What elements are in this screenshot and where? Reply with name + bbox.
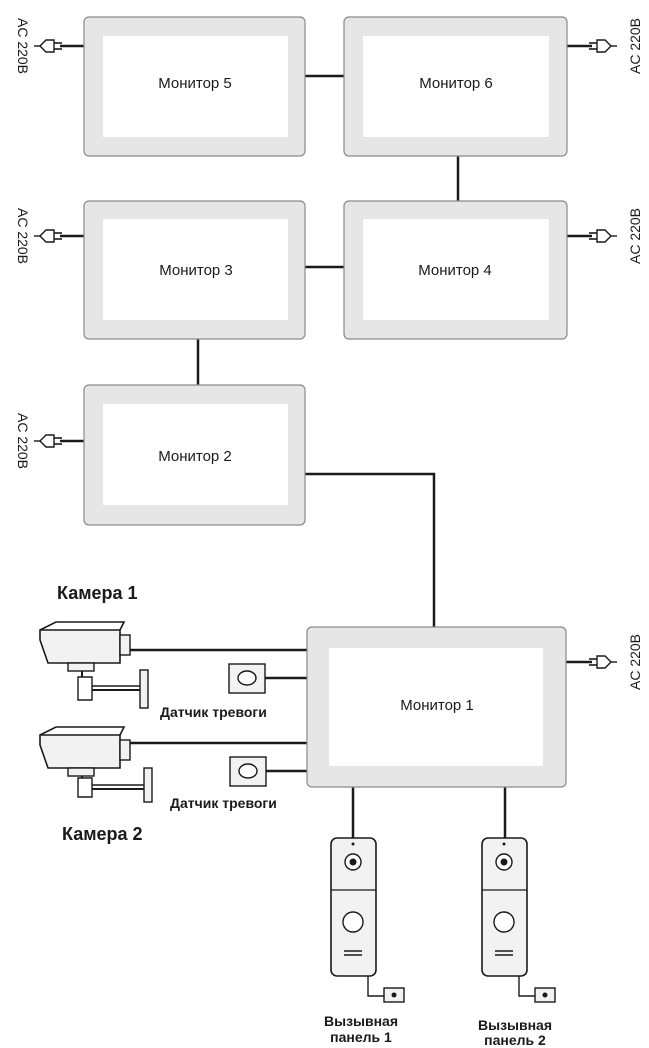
monitor-5-label: Монитор 5: [158, 75, 232, 92]
monitor-2: Монитор 2: [83, 384, 306, 526]
ac-label-m6: AC 220B: [627, 18, 643, 74]
power-plug-m5: AC 220B: [15, 18, 63, 74]
alarm-sensor-2-label: Датчик тревоги: [170, 795, 277, 811]
ac-label-m5: AC 220B: [15, 18, 31, 74]
camera-2-icon: [39, 726, 153, 803]
ac-label-m1: AC 220B: [627, 634, 643, 690]
monitor-2-label: Монитор 2: [158, 448, 232, 465]
power-plug-m6: AC 220B: [588, 18, 643, 74]
call-panel-2-icon: [481, 837, 556, 1003]
alarm-sensor-2-icon: [229, 756, 267, 787]
monitor-3: Монитор 3: [83, 200, 306, 340]
call-panel-1-icon: [330, 837, 405, 1003]
power-plug-m3: AC 220B: [15, 208, 63, 264]
ac-label-m2: AC 220B: [15, 413, 31, 469]
ac-label-m3: AC 220B: [15, 208, 31, 264]
monitor-3-label: Монитор 3: [159, 262, 233, 279]
power-plug-m4: AC 220B: [588, 208, 643, 264]
camera-1-icon: [39, 621, 149, 709]
alarm-sensor-1-label: Датчик тревоги: [160, 704, 267, 720]
camera-1-label: Камера 1: [57, 583, 138, 603]
camera-2-label: Камера 2: [62, 824, 143, 844]
power-plug-m1: AC 220B: [588, 634, 643, 690]
monitor-4: Монитор 4: [343, 200, 568, 340]
monitor-1-label: Монитор 1: [400, 697, 474, 714]
wires: [60, 44, 592, 838]
monitor-5: Монитор 5: [83, 16, 306, 157]
ac-label-m4: AC 220B: [627, 208, 643, 264]
monitor-4-label: Монитор 4: [418, 262, 492, 279]
wire-m2-m1: [305, 472, 436, 627]
call-panel-2-label-line2: панель 2: [484, 1032, 546, 1048]
alarm-sensor-1-icon: [228, 663, 266, 694]
call-panel-1-label-line1: Вызывная: [324, 1013, 398, 1029]
monitor-6-label: Монитор 6: [419, 75, 493, 92]
call-panel-1-label-line2: панель 1: [330, 1029, 392, 1045]
call-panel-2-label-line1: Вызывная: [478, 1017, 552, 1033]
monitor-6: Монитор 6: [343, 16, 568, 157]
monitor-1: Монитор 1: [306, 626, 567, 788]
power-plug-m2: AC 220B: [15, 413, 63, 469]
